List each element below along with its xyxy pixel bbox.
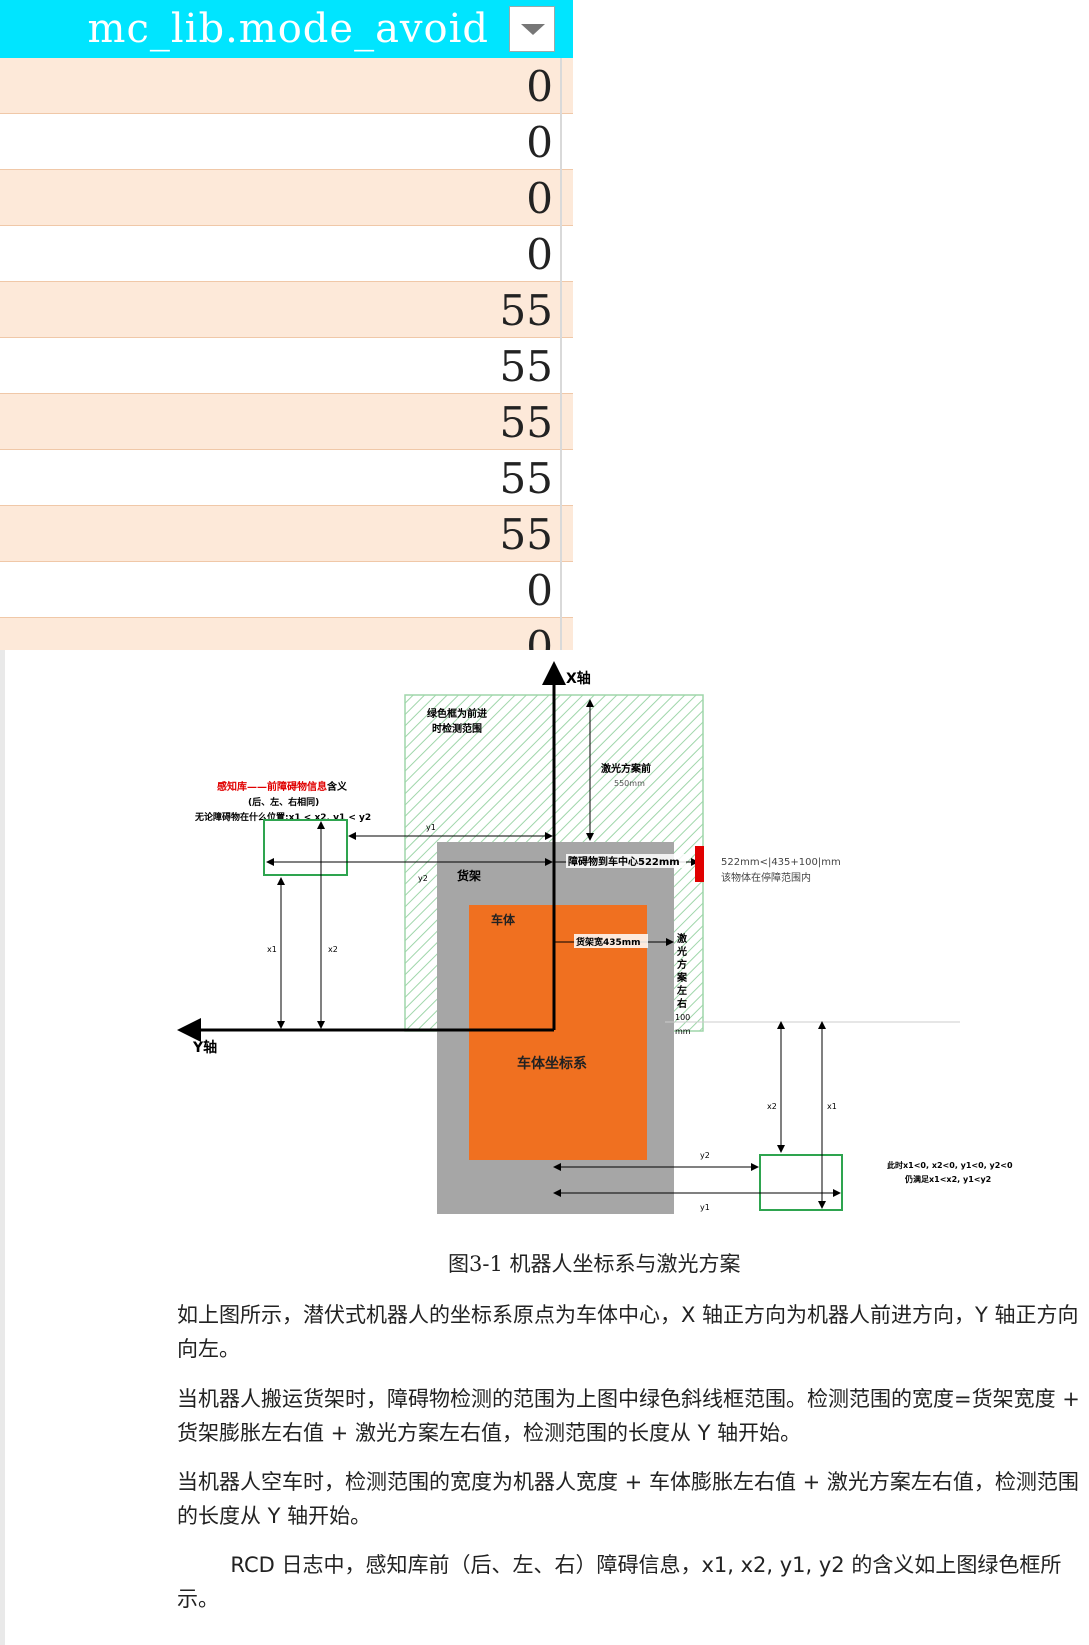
svg-text:激: 激	[677, 932, 687, 945]
x2-label: x2	[328, 945, 338, 954]
bottom-note: 仍满足x1<x2, y1<y2	[904, 1174, 991, 1184]
cell-value: 55	[499, 398, 553, 447]
green-box-note: 时检测范围	[432, 722, 482, 735]
table-row[interactable]: 55	[0, 506, 573, 562]
chevron-down-icon	[521, 24, 545, 35]
x1-label: x1	[827, 1102, 837, 1111]
cell-value: 0	[526, 230, 553, 279]
body-label: 车体	[491, 912, 516, 927]
table-row[interactable]: 0	[0, 114, 573, 170]
cell-value: 0	[526, 566, 553, 615]
cell-value: 0	[526, 622, 553, 650]
table-row[interactable]: 55	[0, 282, 573, 338]
body-frame-label: 车体坐标系	[517, 1055, 587, 1072]
cell-value: 55	[499, 286, 553, 335]
robot-coordinate-figure: X轴 Y轴 绿色框为前进 时检测范围 激光方案前 550mm 感知库——前障碍物…	[177, 661, 1013, 1214]
right-note: 522mm<|435+100|mm	[721, 857, 841, 868]
svg-text:光: 光	[676, 945, 687, 958]
cell-value: 0	[526, 118, 553, 167]
document-page: X轴 Y轴 绿色框为前进 时检测范围 激光方案前 550mm 感知库——前障碍物…	[0, 650, 1089, 1645]
paragraph: RCD 日志中，感知库前（后、左、右）障碍信息，x1, x2, y1, y2 的…	[177, 1553, 1062, 1611]
cell-value: 55	[499, 454, 553, 503]
y2-label: y2	[418, 874, 428, 883]
x1-label: x1	[267, 945, 277, 954]
svg-text:mm: mm	[675, 1027, 691, 1036]
column-header[interactable]: mc_lib.mode_avoid	[0, 0, 573, 59]
cell-value: 0	[526, 174, 553, 223]
laser-front-label: 激光方案前	[601, 762, 651, 775]
spreadsheet-panel: mc_lib.mode_avoid 0 0 0 0 55 55 55 55 55…	[0, 0, 573, 650]
table-row[interactable]: 0	[0, 58, 573, 114]
table-row[interactable]: 0	[0, 562, 573, 618]
column-header-label: mc_lib.mode_avoid	[87, 6, 489, 52]
table-row[interactable]: 0	[0, 170, 573, 226]
y-axis-label: Y轴	[192, 1039, 217, 1056]
svg-text:案: 案	[676, 971, 688, 984]
paragraph: 如上图所示，潜伏式机器人的坐标系原点为车体中心，X 轴正方向为机器人前进方向，Y…	[177, 1303, 1079, 1361]
cell-list: 0 0 0 0 55 55 55 55 55 0 0	[0, 58, 573, 650]
shelf-width-label: 货架宽435mm	[576, 936, 641, 948]
green-box-note: 绿色框为前进	[427, 707, 487, 720]
obstacle-marker	[695, 846, 704, 882]
column-divider	[560, 58, 562, 650]
y1-label: y1	[700, 1203, 710, 1212]
table-row[interactable]: 55	[0, 338, 573, 394]
shelf-label: 货架	[457, 868, 481, 883]
figure-caption: 图3-1 机器人坐标系与激光方案	[448, 1252, 741, 1276]
cell-value: 55	[499, 510, 553, 559]
table-row[interactable]: 0	[0, 618, 573, 650]
perception-note: 感知库——前障碍物信息含义	[217, 780, 348, 793]
obstacle-distance-label: 障碍物到车中心522mm	[568, 855, 680, 868]
svg-text:左: 左	[676, 984, 687, 997]
bottom-note: 此时x1<0, x2<0, y1<0, y2<0	[887, 1160, 1013, 1170]
cell-value: 55	[499, 342, 553, 391]
filter-dropdown-button[interactable]	[509, 6, 555, 52]
cell-value: 0	[526, 62, 553, 111]
x-axis-label: X轴	[566, 670, 591, 687]
table-row[interactable]: 55	[0, 450, 573, 506]
right-note: 该物体在停障范围内	[721, 871, 811, 884]
x2-label: x2	[767, 1102, 777, 1111]
laser-lr-label: 激 光 方 案 左 右 100 mm	[675, 932, 691, 1036]
obstacle-box-rear	[759, 1154, 843, 1211]
perception-note: (后、左、右相同)	[248, 796, 319, 808]
svg-text:100: 100	[675, 1013, 690, 1022]
paragraph: 当机器人空车时，检测范围的宽度为机器人宽度 + 车体膨胀左右值 + 激光方案左右…	[177, 1470, 1079, 1528]
table-row[interactable]: 55	[0, 394, 573, 450]
table-row[interactable]: 0	[0, 226, 573, 282]
paragraph: 当机器人搬运货架时，障碍物检测的范围为上图中绿色斜线框范围。检测范围的宽度=货架…	[177, 1387, 1080, 1445]
obstacle-box-front	[263, 819, 348, 876]
laser-front-value: 550mm	[614, 779, 645, 788]
svg-text:方: 方	[677, 958, 687, 971]
y2-label: y2	[700, 1151, 710, 1160]
y1-label: y1	[426, 823, 436, 832]
svg-text:右: 右	[676, 997, 687, 1010]
